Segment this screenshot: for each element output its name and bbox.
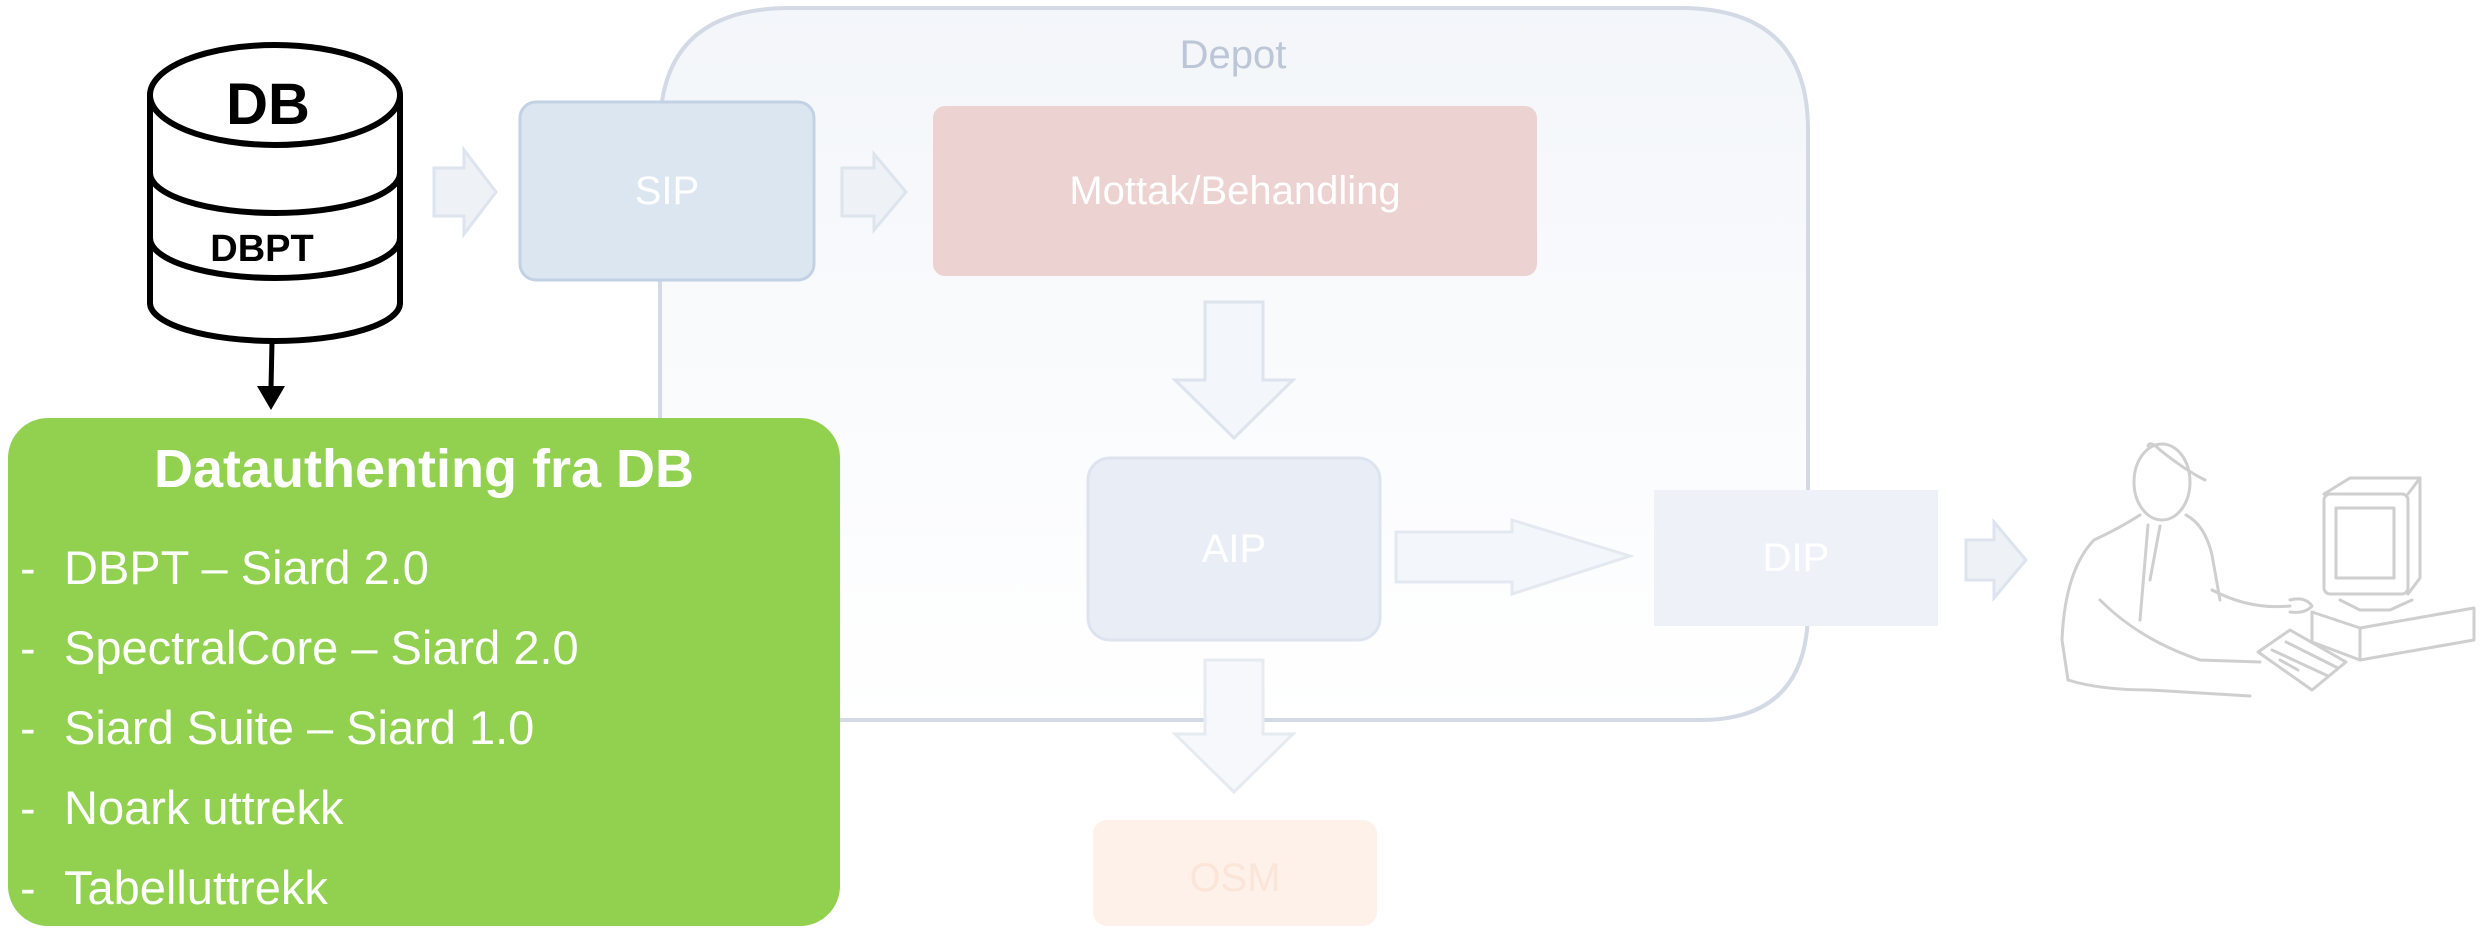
bullet-dash: - <box>20 701 36 754</box>
aip-label: AIP <box>1201 526 1267 571</box>
aip-box <box>1086 456 1382 642</box>
sip-box <box>518 100 816 282</box>
list-item-label: Tabelluttrekk <box>64 861 328 914</box>
bottom-box-label: OSM <box>1189 855 1281 900</box>
bottom-box <box>1093 820 1377 926</box>
depot-title: Depot <box>1179 32 1287 77</box>
bullet-dash: - <box>20 621 36 674</box>
arrow-intake-to-aip <box>1171 300 1297 441</box>
extraction-panel: Datauthenting fra DB -DBPT – Siard 2.0 -… <box>8 418 840 926</box>
arrow-dip-to-user <box>1964 517 2028 603</box>
list-item-label: DBPT – Siard 2.0 <box>64 541 429 594</box>
intake-box <box>933 106 1537 276</box>
sip-label: SIP <box>634 168 700 213</box>
bullet-dash: - <box>20 781 36 834</box>
db-to-panel-connector <box>268 341 275 389</box>
list-item-label: Siard Suite – Siard 1.0 <box>64 701 535 754</box>
dip-label: DIP <box>1762 535 1830 580</box>
db-top-label: DB <box>226 72 310 137</box>
bullet-dash: - <box>20 541 36 594</box>
list-item-label: SpectralCore – Siard 2.0 <box>64 621 579 674</box>
user-at-computer-icon <box>2060 442 2476 698</box>
db-to-panel-arrowhead <box>257 386 285 410</box>
arrow-aip-down <box>1171 658 1297 795</box>
dip-box <box>1654 490 1938 626</box>
extraction-panel-title: Datauthenting fra DB <box>154 439 694 499</box>
arrow-aip-to-dip <box>1394 517 1636 597</box>
database-icon <box>147 42 403 344</box>
arrow-db-to-sip <box>432 145 498 239</box>
db-bottom-label: DBPT <box>210 228 313 270</box>
arrow-sip-to-intake <box>840 149 908 235</box>
list-item-label: Noark uttrekk <box>64 781 344 834</box>
bullet-dash: - <box>20 861 36 914</box>
intake-label: Mottak/Behandling <box>1069 168 1401 213</box>
